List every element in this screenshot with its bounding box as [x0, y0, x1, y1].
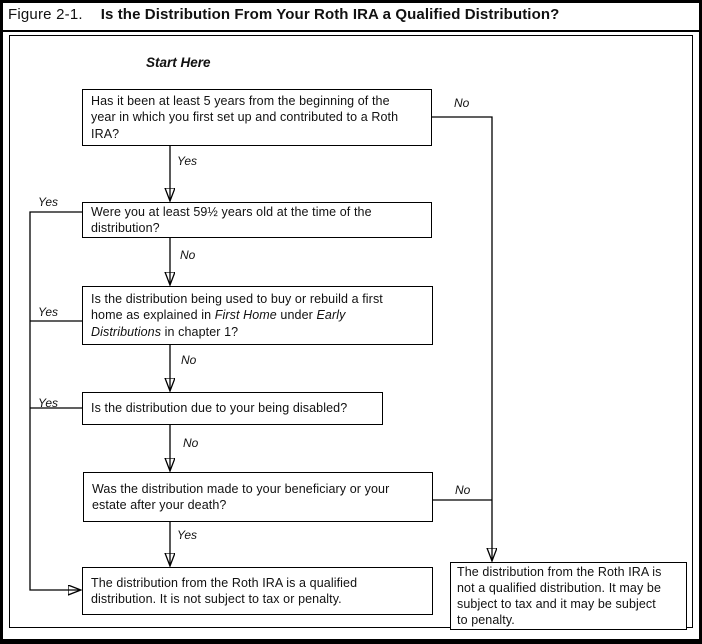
question-text-part: Is the distribution being used to buy or…	[91, 291, 383, 323]
edge-label-yes: Yes	[38, 396, 59, 410]
figure-title-bar: Figure 2-1. Is the Distribution From Your…	[8, 6, 559, 23]
edge-label-yes: Yes	[38, 305, 59, 319]
question-text-part: in chapter 1?	[161, 324, 239, 339]
figure-number-label: Figure 2-1.	[8, 6, 83, 23]
question-text: Is the distribution being used to buy or…	[91, 291, 383, 341]
edge-label-no: No	[455, 483, 471, 497]
figure-title-text: Is the Distribution From Your Roth IRA a…	[100, 6, 560, 23]
edge-label-no: No	[181, 353, 197, 367]
edge-label-no: No	[183, 436, 199, 450]
result-box-qualified: The distribution from the Roth IRA is a …	[82, 567, 433, 615]
question-box-disabled: Is the distribution due to your being di…	[82, 392, 383, 425]
question-box-first-home: Is the distribution being used to buy or…	[82, 286, 433, 345]
question-box-beneficiary: Was the distribution made to your benefi…	[83, 472, 433, 522]
edge-label-yes: Yes	[177, 528, 198, 542]
question-box-five-years: Has it been at least 5 years from the be…	[82, 89, 432, 146]
edge-label-no: No	[454, 96, 470, 110]
edge-label-yes: Yes	[38, 195, 59, 209]
title-rule	[3, 30, 699, 32]
reference-early-distributions: Early Distributions	[91, 308, 346, 339]
reference-first-home: First Home	[214, 308, 277, 323]
edge-label-no: No	[180, 248, 196, 262]
question-text-part: under	[276, 308, 317, 323]
result-box-not-qualified: The distribution from the Roth IRA is no…	[450, 562, 687, 630]
edge-label-yes: Yes	[177, 154, 198, 168]
start-here-label: Start Here	[146, 55, 211, 70]
question-box-age: Were you at least 59½ years old at the t…	[82, 202, 432, 238]
